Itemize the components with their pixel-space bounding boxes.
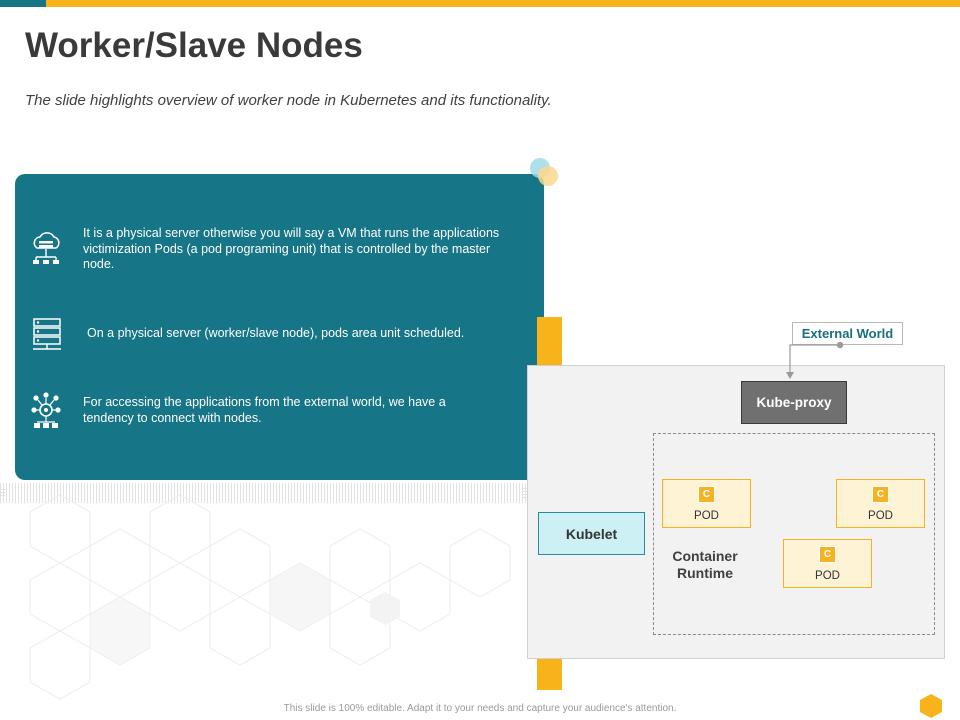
corner-hexagon-decoration <box>920 694 942 718</box>
kube-proxy-box: Kube-proxy <box>741 381 847 424</box>
pod-box: C POD <box>662 479 751 528</box>
cloud-server-icon <box>33 232 60 264</box>
container-runtime-label: Container Runtime <box>672 548 738 581</box>
worker-node-info-card <box>15 174 544 480</box>
server-rack-icon <box>33 318 61 350</box>
external-world-connector-arrow <box>786 341 844 379</box>
pod-label: POD <box>868 510 893 522</box>
container-chip: C <box>819 546 836 563</box>
slide-subtitle: The slide highlights overview of worker … <box>25 92 552 109</box>
pod-label: POD <box>694 510 719 522</box>
top-accent-teal <box>0 0 46 7</box>
yellow-accent-strip-bottom <box>537 658 562 690</box>
network-nodes-icon <box>31 392 61 428</box>
kubelet-box: Kubelet <box>538 512 645 555</box>
top-accent-yellow <box>46 0 960 7</box>
container-chip: C <box>698 486 715 503</box>
yellow-accent-strip <box>537 317 562 367</box>
container-chip: C <box>872 486 889 503</box>
pod-box: C POD <box>783 539 872 588</box>
feature-text-pods-scheduled: On a physical server (worker/slave node)… <box>87 326 465 340</box>
decorative-circles <box>530 158 558 186</box>
pod-label: POD <box>815 570 840 582</box>
page-title: Worker/Slave Nodes <box>25 26 363 65</box>
footer-note: This slide is 100% editable. Adapt it to… <box>283 703 677 714</box>
container-runtime-area <box>653 433 935 635</box>
feature-text-physical-server: It is a physical server otherwise you wi… <box>83 226 500 271</box>
feature-text-external-access: For accessing the applications from the … <box>83 395 446 425</box>
pod-box: C POD <box>836 479 925 528</box>
hexagon-pattern-background <box>0 483 528 700</box>
external-world-box: External World <box>792 322 903 345</box>
